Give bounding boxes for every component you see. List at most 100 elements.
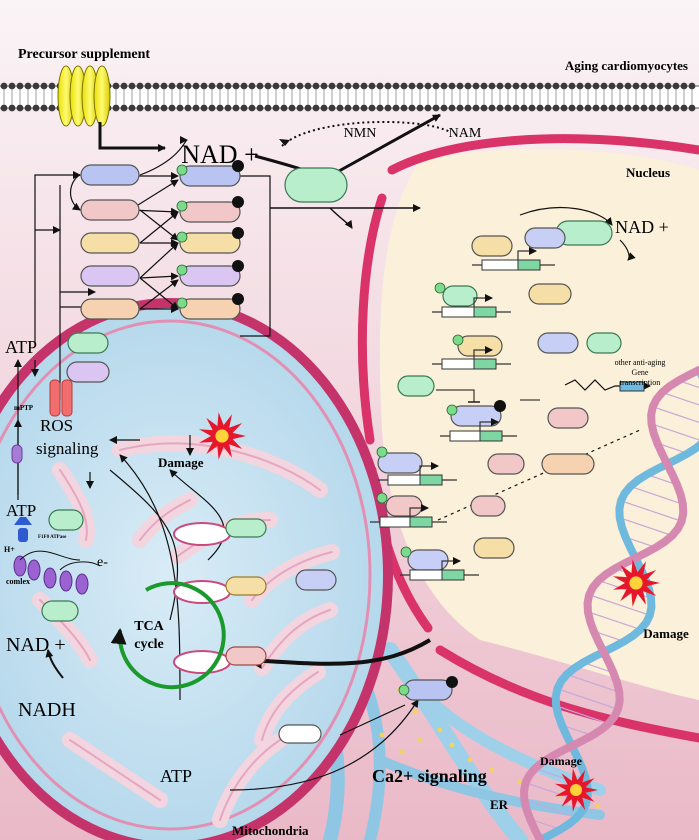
nuc-ppar-ag-node (541, 453, 595, 475)
pparg-node (179, 298, 241, 320)
nuc-nrf2-1-node (547, 407, 589, 429)
gene-nrf2 (370, 504, 447, 528)
phospho-badge (376, 446, 388, 458)
nadh-label: NADH (18, 699, 76, 721)
nuc-pgc1a-1-node (524, 227, 566, 249)
ros-vesicle-icon (11, 444, 23, 464)
acetyl-badge (232, 196, 244, 208)
phospho-badge (398, 684, 410, 696)
sirt1-node (284, 167, 348, 203)
hplus-label: H+ (4, 545, 15, 554)
akt-node (80, 232, 140, 254)
precursor-label: Precursor supplement (18, 47, 150, 62)
nuc-stat12-node (450, 405, 502, 427)
nuc-sirt1-a-node (442, 285, 478, 307)
phospho-badge (434, 282, 446, 294)
nuc-foxo13-node (457, 335, 503, 357)
nad-low-label: NAD + (6, 634, 66, 656)
tca-cycle-label: cycle (134, 637, 164, 652)
dna-helix (519, 366, 699, 840)
mito-sirt3-low-node (41, 600, 79, 622)
phospho-badge (376, 492, 388, 504)
acetyl-badge (232, 293, 244, 305)
other-anti-aging-line3: transcription (620, 378, 660, 387)
phospho-badge (400, 546, 412, 558)
pgc1a-node (179, 165, 241, 187)
cytosol-atp-label: ATP (160, 766, 192, 786)
ros-label: ROS (40, 416, 73, 435)
tca-label: TCA (134, 619, 164, 634)
acetyl-badge (494, 400, 506, 412)
foxos-node (179, 232, 241, 254)
gene-pparg (472, 247, 555, 271)
nrf2-node (179, 201, 241, 223)
erk-node (80, 298, 140, 320)
phospho-badge (176, 231, 188, 243)
phospho-badge (176, 164, 188, 176)
nuc-foxos-2-node (473, 537, 515, 559)
gene-pgc1a (378, 462, 457, 486)
mtdna-node (173, 522, 231, 546)
mptp-label: mPTP (14, 404, 34, 412)
nuc-nrf2-3-node (385, 495, 423, 517)
nuc-nrf1-node (470, 495, 506, 517)
er-damage-star-icon (554, 768, 598, 812)
other-anti-aging-line2: Gene (632, 368, 649, 377)
electron-transport-complex (13, 550, 101, 595)
atp-top-label: ATP (5, 337, 37, 357)
nuc-nrf2-2-node (487, 453, 525, 475)
nad-label: NAD + (181, 140, 259, 169)
atpase-label: F1F0 ATPase (38, 535, 67, 540)
acetyl-badge (232, 160, 244, 172)
nuc-sirt1-c-node (397, 375, 435, 397)
camk-node (278, 724, 322, 744)
anti-aging-gene (619, 381, 645, 392)
gene-foxos (432, 294, 511, 318)
nucleus-title: Nucleus (626, 165, 670, 180)
mtdna-factor-node (225, 518, 267, 538)
signaling-label: signaling (36, 439, 99, 458)
acetyl-badge (232, 260, 244, 272)
nucleus-damage-label: Damage (643, 626, 689, 641)
acetyl-badge (446, 676, 458, 688)
other-anti-aging-line1: other anti-aging (615, 358, 666, 367)
complex-label: comlex (6, 577, 30, 586)
calcium-signaling-label: Ca2+ signaling (372, 766, 487, 786)
precursor-transporter (57, 65, 111, 127)
mptp-channel (49, 379, 73, 417)
nuc-pparg-node (471, 235, 513, 257)
gsk3b-node (80, 199, 140, 221)
acetyl-badge (232, 227, 244, 239)
atp-mid-label: ATP (6, 501, 36, 520)
nuc-foxos-1-node (528, 283, 572, 305)
mitochondria-label: Mitochondria (232, 823, 309, 838)
mito-damage-star-icon (199, 412, 246, 460)
phospho-badge (446, 404, 458, 416)
gene-foxo13 (432, 346, 511, 370)
sirt4-node (48, 509, 84, 531)
mito-sirt3-node (67, 332, 109, 354)
tca-cycle (110, 581, 226, 690)
phospho-badge (176, 297, 188, 309)
er-label: ER (490, 797, 509, 812)
nuc-pgc1a-2-node (537, 332, 579, 354)
er-damage-label: Damage (540, 754, 583, 768)
aging-cardiomyocytes-label: Aging cardiomyocytes (565, 58, 688, 73)
pgc1a-free-node (295, 569, 337, 591)
mtdna-factor-node (225, 646, 267, 666)
stats-node (179, 265, 241, 287)
gene-stat3 (400, 557, 479, 581)
nucleus-nad-label: NAD + (615, 217, 669, 237)
atpase-icon (14, 517, 32, 542)
phospho-badge (176, 264, 188, 276)
phospho-badge (452, 334, 464, 346)
mito-damage-label: Damage (158, 455, 204, 470)
nucleus-damage-star-icon (613, 559, 660, 607)
pgc1a-er-node (403, 679, 453, 701)
nmn-label: NMN (344, 126, 377, 141)
gene-stat12 (440, 418, 517, 442)
jak-node (80, 265, 140, 287)
nam-label: NAM (449, 126, 482, 141)
